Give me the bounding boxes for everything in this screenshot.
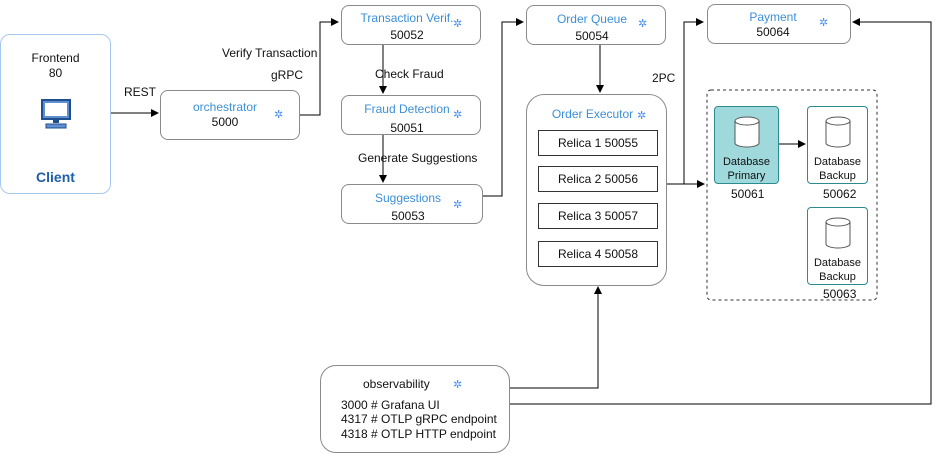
edge-suggestions-queue: [483, 18, 524, 197]
gear-icon: ✲: [274, 109, 284, 121]
fraud-title: Fraud Detection: [364, 102, 450, 116]
database-backup-node[interactable]: Database Backup: [807, 207, 868, 285]
fraud-detection-node[interactable]: Fraud Detection 50051 ✲: [341, 95, 481, 135]
observability-line: 3000 # Grafana UI: [341, 398, 440, 412]
replica-item[interactable]: Relica 4 50058: [538, 241, 658, 267]
edge-label-generate-suggestions: Generate Suggestions: [358, 151, 478, 165]
edge-orchestrator-transaction: [300, 18, 339, 116]
suggestions-port: 50053: [391, 209, 425, 223]
gear-icon: ✲: [453, 18, 463, 30]
client-title: Client: [36, 169, 75, 185]
replica-item[interactable]: Relica 1 50055: [538, 130, 658, 156]
gear-icon: ✲: [453, 379, 463, 391]
database-icon: [734, 116, 760, 148]
edge-observability-executor: [510, 286, 602, 389]
orchestrator-node[interactable]: orchestrator 5000 ✲: [160, 90, 300, 140]
database-primary-port: 50061: [731, 187, 765, 201]
database-backup-label: Database Backup: [813, 156, 862, 182]
database-icon: [825, 116, 851, 148]
payment-title: Payment: [749, 10, 797, 24]
replica-item[interactable]: Relica 2 50056: [538, 166, 658, 192]
order-executor-title: Order Executor: [551, 107, 634, 121]
orchestrator-port: 5000: [211, 115, 239, 129]
gear-icon: ✲: [453, 109, 463, 121]
gear-icon: ✲: [453, 199, 463, 211]
edge-observability-payment: [510, 18, 932, 405]
payment-port: 50064: [756, 25, 790, 39]
edge-executor-payment: [667, 18, 704, 185]
gear-icon: ✲: [819, 17, 829, 29]
database-icon: [825, 217, 851, 249]
database-backup-port: 50062: [823, 187, 857, 201]
edge-label-verify-transaction: Verify Transaction: [222, 46, 318, 60]
database-primary-node[interactable]: Database Primary: [714, 106, 779, 184]
edge-label-grpc: gRPC: [271, 68, 304, 82]
suggestions-title: Suggestions: [374, 191, 442, 205]
transaction-verification-node[interactable]: Transaction Verif. 50052 ✲: [341, 5, 481, 45]
order-queue-node[interactable]: Order Queue 50054 ✲: [526, 5, 666, 45]
order-queue-port: 50054: [575, 29, 609, 43]
orchestrator-title: orchestrator: [192, 100, 258, 114]
computer-icon: [41, 99, 71, 129]
database-primary-label: Database Primary: [722, 156, 771, 182]
edge-label-check-fraud: Check Fraud: [375, 67, 444, 81]
database-group: [706, 89, 878, 301]
edge-label-2pc: 2PC: [652, 71, 676, 85]
client-node[interactable]: Frontend 80 Client: [0, 34, 111, 194]
database-backup-port: 50063: [823, 287, 857, 301]
transaction-title: Transaction Verif.: [360, 11, 454, 25]
observability-line: 4317 # OTLP gRPC endpoint: [341, 412, 497, 426]
transaction-port: 50052: [390, 28, 424, 42]
client-port: 80: [48, 66, 63, 80]
gear-icon: ✲: [638, 18, 648, 30]
database-backup-node[interactable]: Database Backup: [807, 106, 868, 184]
observability-line: 4318 # OTLP HTTP endpoint: [341, 427, 496, 441]
observability-title: observability: [363, 377, 430, 391]
edge-label-rest: REST: [124, 85, 157, 99]
observability-node[interactable]: observability ✲ 3000 # Grafana UI 4317 #…: [320, 365, 510, 453]
client-frontend-label: Frontend: [31, 51, 80, 65]
payment-node[interactable]: Payment 50064 ✲: [707, 4, 851, 44]
fraud-port: 50051: [390, 121, 424, 135]
gear-icon: ✲: [637, 110, 647, 122]
suggestions-node[interactable]: Suggestions 50053 ✲: [341, 184, 483, 224]
order-queue-title: Order Queue: [556, 12, 628, 26]
database-backup-label: Database Backup: [813, 257, 862, 283]
replica-item[interactable]: Relica 3 50057: [538, 203, 658, 229]
